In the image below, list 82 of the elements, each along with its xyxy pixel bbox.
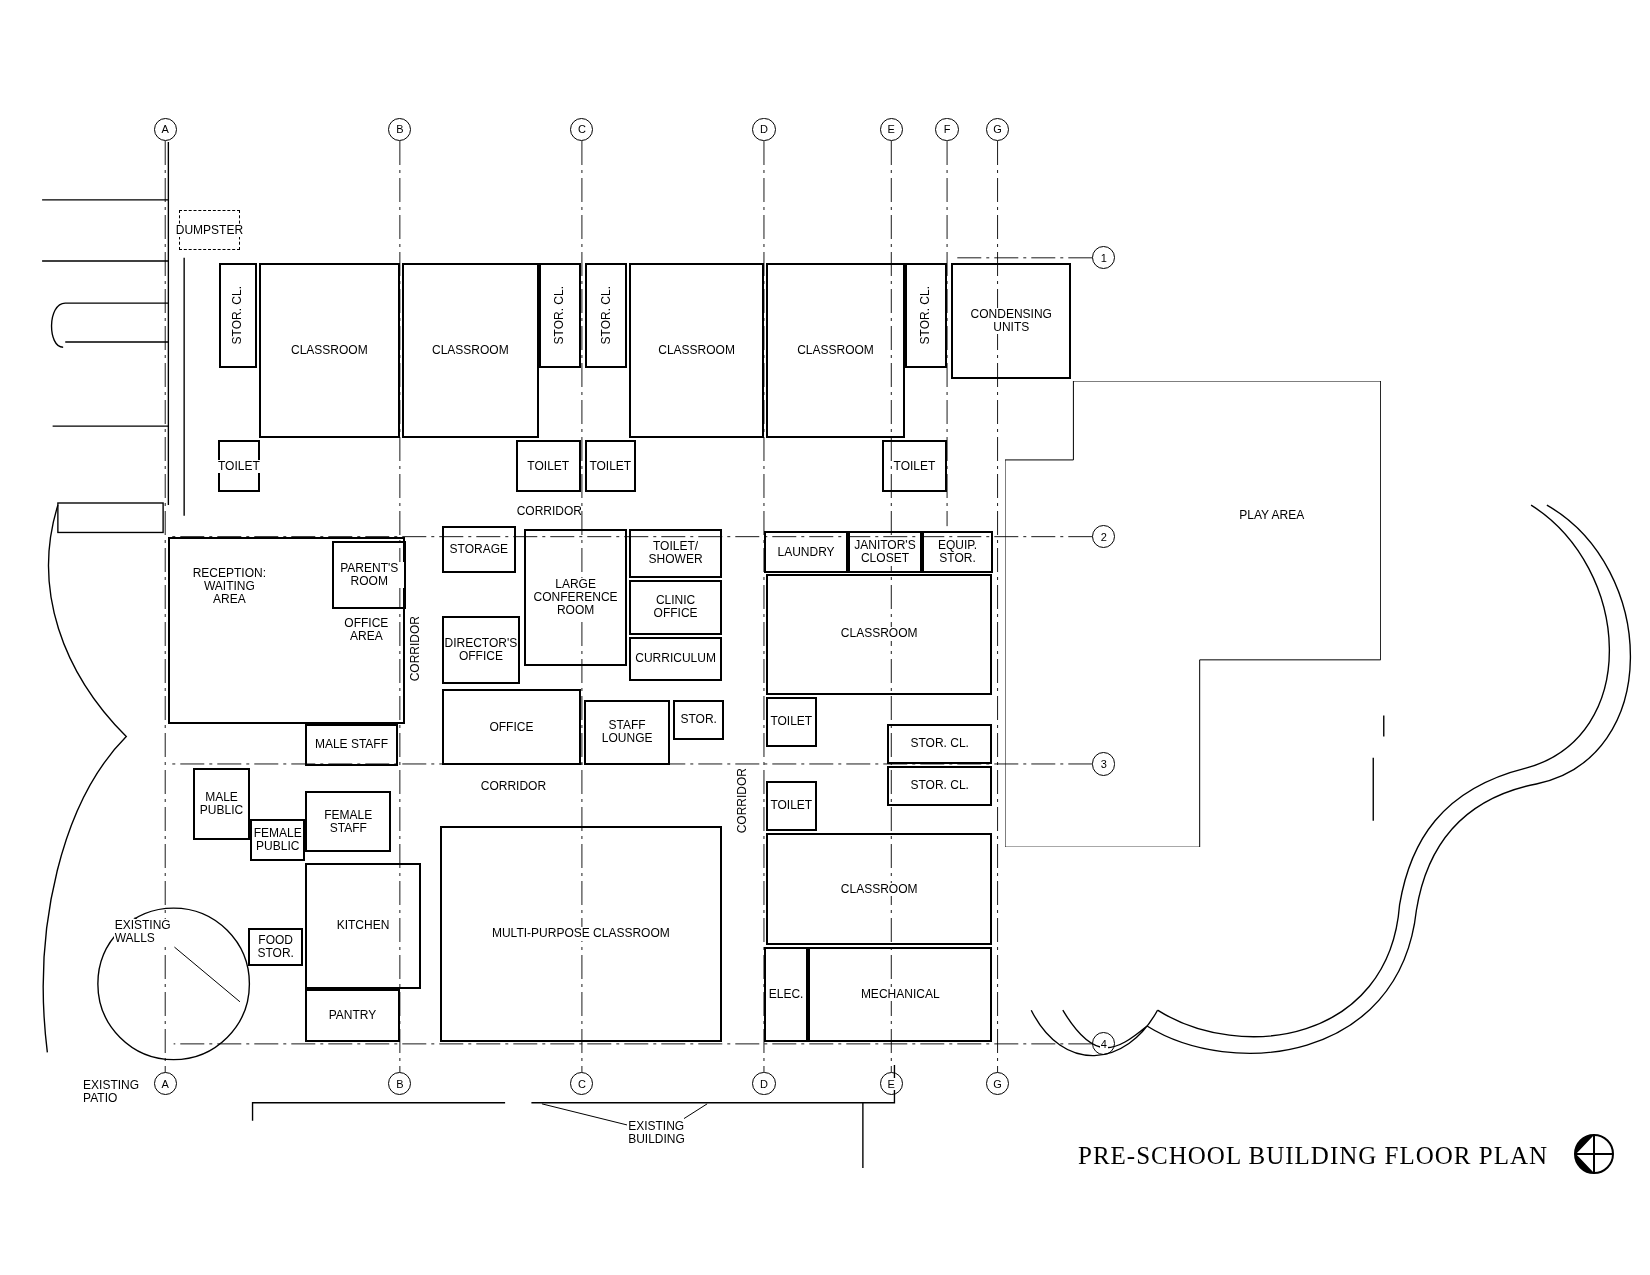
room-outline — [763, 531, 849, 574]
room-outline — [250, 818, 306, 861]
room-outline — [887, 766, 993, 807]
grid-label: F — [942, 123, 952, 136]
room-label: TOILET — [526, 459, 571, 473]
room-outline — [258, 263, 400, 438]
grid-label: 1 — [1099, 251, 1108, 264]
room-outline — [305, 989, 400, 1042]
room-outline — [585, 439, 636, 493]
grid-label: D — [759, 123, 769, 136]
grid-label: D — [759, 1077, 769, 1090]
room-outline — [904, 263, 948, 369]
room-outline — [848, 531, 922, 574]
room-outline — [168, 536, 406, 724]
room-label: ELEC. — [767, 987, 805, 1001]
room-label: DUMPSTER — [174, 223, 245, 238]
room-outline — [401, 263, 539, 438]
room-label: TOILET — [588, 459, 633, 473]
room-label: MECHANICAL — [859, 987, 941, 1001]
room-outline — [538, 263, 581, 369]
room-label: MULTI-PURPOSE CLASSROOM — [490, 927, 671, 941]
leader-line — [541, 1103, 628, 1126]
grid-label: C — [576, 123, 587, 136]
room-outline — [808, 947, 993, 1042]
room-outline — [629, 579, 722, 635]
room-outline — [585, 263, 628, 369]
room-outline — [629, 636, 722, 681]
grid-label: 4 — [1099, 1037, 1108, 1050]
room-label: CLASSROOM — [657, 343, 736, 357]
grid-label: E — [886, 123, 896, 136]
grid-label: 2 — [1099, 530, 1108, 543]
room-outline — [951, 263, 1072, 379]
room-label: CLASSROOM — [431, 343, 510, 357]
room-outline — [305, 862, 421, 990]
room-label: CLASSROOM — [839, 882, 919, 896]
room-outline — [766, 780, 817, 832]
room-outline — [441, 689, 581, 765]
room-outline — [629, 529, 722, 578]
room-outline — [763, 947, 809, 1042]
room-outline — [887, 723, 993, 764]
room-outline — [766, 263, 905, 438]
drawing-title: PRE-SCHOOL BUILDING FLOOR PLAN — [1078, 1142, 1549, 1170]
room-label: CLASSROOM — [290, 343, 369, 357]
room-label: CLASSROOM — [796, 343, 875, 357]
room-outline — [766, 833, 993, 945]
grid-label: G — [992, 1077, 1003, 1090]
room-outline — [766, 573, 993, 695]
grid-label: C — [576, 1077, 587, 1090]
room-label: TOILET — [892, 459, 937, 473]
room-outline — [629, 263, 764, 438]
room-outline — [921, 531, 994, 574]
room-outline — [439, 826, 722, 1042]
room-label: CLASSROOM — [839, 627, 919, 641]
room-outline — [524, 529, 628, 667]
room-outline — [441, 526, 516, 574]
room-outline — [218, 263, 257, 369]
room-outline — [305, 791, 392, 853]
grid-label: B — [395, 123, 405, 136]
room-outline — [673, 699, 724, 740]
room-outline — [217, 439, 260, 493]
room-outline — [881, 439, 948, 493]
grid-label: A — [160, 123, 170, 136]
room-outline — [584, 699, 671, 765]
room-label: TOILET — [216, 459, 261, 473]
leader-line — [173, 946, 241, 1003]
area-label: CORRIDOR — [478, 779, 549, 793]
grid-label: A — [160, 1077, 170, 1090]
room-label: OFFICE — [488, 720, 535, 734]
room-outline — [766, 696, 817, 748]
grid-label: G — [992, 123, 1003, 136]
room-label: DIRECTOR'S OFFICE — [443, 636, 519, 663]
grid-label: B — [395, 1077, 405, 1090]
room-outline — [332, 540, 407, 610]
room-outline — [192, 768, 251, 840]
room-outline — [305, 723, 398, 767]
room-label: FEMALE PUBLIC — [252, 826, 304, 853]
grid-label: 3 — [1099, 757, 1108, 770]
grid-label: E — [886, 1077, 896, 1090]
play-area-outline — [1004, 380, 1381, 848]
room-outline — [441, 615, 520, 684]
leader-line — [683, 1103, 708, 1120]
room-outline — [515, 439, 581, 493]
